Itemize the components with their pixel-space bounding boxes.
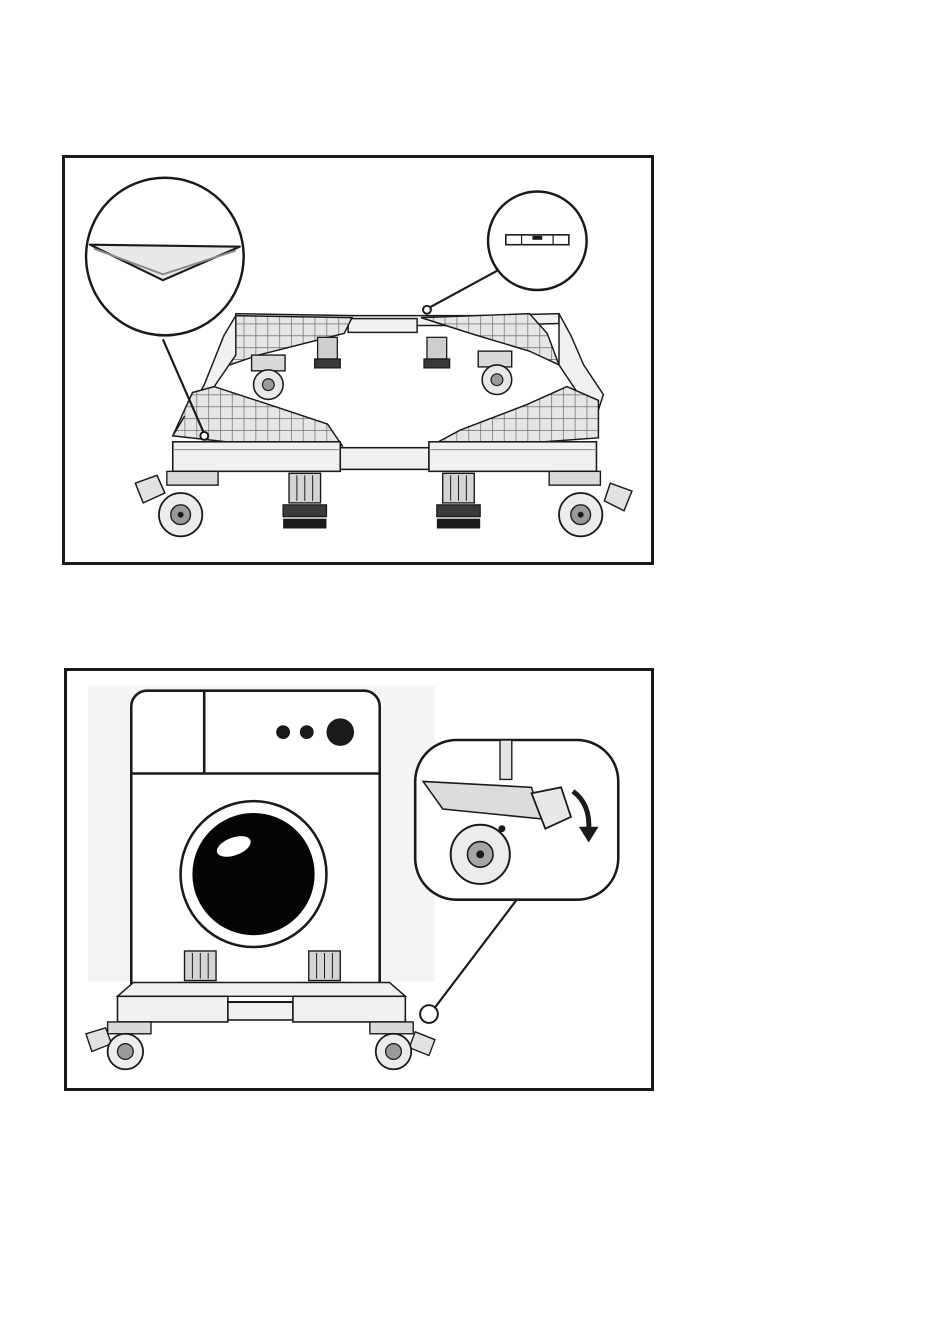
spirit-level-icon — [506, 235, 569, 245]
washer-door — [181, 801, 327, 947]
back-left-support-foot — [315, 337, 341, 368]
right-locking-caster-wheel — [370, 1022, 435, 1069]
spirit-level-callout — [423, 192, 587, 314]
caster-brake-callout — [415, 740, 618, 1023]
front-left-locking-caster-wheel — [135, 471, 218, 536]
left-locking-caster-wheel — [86, 1022, 151, 1069]
back-right-support-foot — [424, 337, 450, 368]
washer-illustration — [67, 671, 651, 1088]
back-left-caster-wheel — [252, 355, 286, 399]
front-right-corner-tray — [431, 387, 599, 446]
front-right-support-foot — [437, 473, 480, 528]
washing-machine — [131, 691, 379, 1003]
back-right-caster-wheel — [478, 351, 512, 394]
stand-illustration — [65, 158, 651, 562]
front-right-locking-caster-wheel — [549, 471, 632, 536]
front-left-support-foot — [283, 473, 326, 528]
stand-overview-figure — [62, 155, 654, 565]
stand-frame — [117, 983, 405, 1022]
washer-on-stand-figure — [64, 668, 654, 1091]
